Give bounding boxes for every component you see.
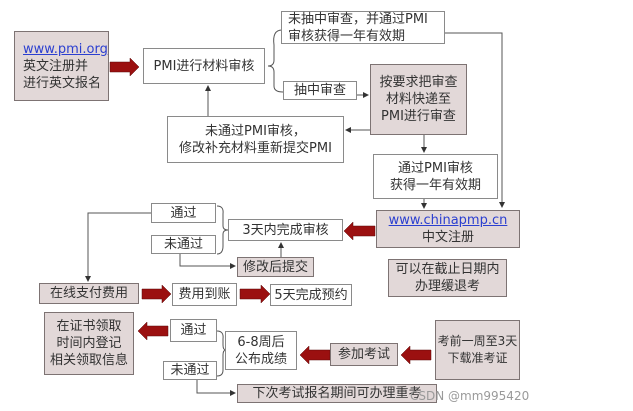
line-fail1-to-modify (179, 254, 236, 269)
box-text: 通过 (170, 205, 197, 221)
box-text: 下载准考证 (447, 351, 508, 365)
box-text: 公布成绩 (234, 351, 287, 367)
pmi-register-box: www.pmi.org 英文注册并 进行英文报名 (14, 31, 109, 101)
box-text: PMI进行审查 (381, 109, 456, 124)
line-fail2-to-retake (196, 380, 236, 396)
box-text: 修改补充材料重新提交PMI (179, 140, 332, 156)
box-text: 审核获得一年有效期 (288, 28, 406, 44)
box-text: 修改后提交 (242, 259, 308, 275)
pass2-box: 通过 (170, 319, 217, 342)
pay-online-box: 在线支付费用 (39, 283, 139, 304)
box-text: 未通过 (170, 363, 210, 378)
pass-pmi-box: 通过PMI审核 获得一年有效期 (373, 154, 498, 199)
sampled-box: 抽中审查 (283, 81, 357, 100)
modify-submit-box: 修改后提交 (237, 257, 314, 277)
pmi-review-box: PMI进行材料审核 (143, 48, 265, 84)
arrow-exam-to-results (299, 345, 331, 365)
take-exam-box: 参加考试 (330, 343, 398, 366)
arrow-received-to-booking (239, 284, 271, 304)
box-text: 进行英文报名 (23, 75, 102, 91)
arrow-pass2-to-certificate (137, 321, 169, 341)
box-text: 时间内登记 (56, 336, 122, 351)
watermark: CSDN @mm995420 (410, 389, 530, 403)
admission-box: 考前一周至3天 下载准考证 (435, 320, 520, 380)
box-text: 费用到账 (178, 287, 231, 302)
review-3days-box: 3天内完成审核 (228, 219, 343, 241)
chinapmp-link[interactable]: www.chinapmp.cn (388, 213, 508, 228)
payment-received-box: 费用到账 (172, 283, 237, 306)
not-sampled-box: 未抽中审查，并通过PMI 审核获得一年有效期 (281, 11, 445, 44)
box-text: 通过 (180, 323, 207, 338)
box-text: 通过PMI审核 (398, 160, 473, 176)
certificate-box: 在证书领取 时间内登记 相关领取信息 (44, 312, 134, 375)
box-text: 参加考试 (337, 347, 390, 362)
arrow-chinapmp-to-3days (343, 221, 376, 241)
booking-5days-box: 5天完成预约 (270, 284, 352, 306)
box-text: 6-8周后 (237, 334, 285, 350)
line-not-sampled-to-chinapmp (445, 32, 505, 208)
results-box: 6-8周后 公布成绩 (225, 331, 297, 370)
pass1-box: 通过 (151, 203, 216, 223)
box-text: 未抽中审查，并通过PMI (288, 11, 428, 27)
box-text: 英文注册并 (23, 58, 89, 74)
box-text: 3天内完成审核 (242, 222, 329, 238)
box-text: 在线支付费用 (49, 286, 128, 301)
box-text: 材料快递至 (385, 92, 451, 107)
brace-review (267, 29, 284, 93)
arrow-register-to-review (109, 57, 140, 77)
brace-3days (216, 205, 229, 255)
box-text: 按要求把审查 (379, 75, 458, 90)
box-text: 获得一年有效期 (389, 177, 481, 193)
box-text: 办理缓退考 (414, 279, 480, 294)
box-text: 中文注册 (421, 230, 474, 245)
arrow-pay-to-received (141, 284, 172, 304)
pmi-link[interactable]: www.pmi.org (23, 41, 108, 57)
fail2-box: 未通过 (163, 361, 217, 380)
chinapmp-box: www.chinapmp.cn 中文注册 (376, 210, 520, 248)
box-text: 相关领取信息 (49, 353, 128, 368)
box-text: 5天完成预约 (274, 287, 348, 303)
box-text: 未通过PMI审核， (205, 123, 306, 139)
box-text: 考前一周至3天 (437, 334, 518, 348)
arrow-admission-to-exam (400, 345, 432, 365)
resubmit-box: 未通过PMI审核， 修改补充材料重新提交PMI (167, 116, 344, 163)
defer-box: 可以在截止日期内 办理缓退考 (388, 259, 507, 297)
box-text: 可以在截止日期内 (395, 262, 500, 277)
fail1-box: 未通过 (151, 235, 216, 254)
box-text: PMI进行材料审核 (153, 58, 255, 74)
box-text: 下次考试报名期间可办理重考 (252, 386, 422, 401)
box-text: 未通过 (163, 237, 203, 252)
send-materials-box: 按要求把审查 材料快递至 PMI进行审查 (370, 64, 467, 135)
box-text: 抽中审查 (293, 83, 346, 98)
line-pass1-to-pay (85, 212, 151, 282)
retake-box: 下次考试报名期间可办理重考 (237, 384, 437, 403)
box-text: 在证书领取 (56, 319, 122, 334)
